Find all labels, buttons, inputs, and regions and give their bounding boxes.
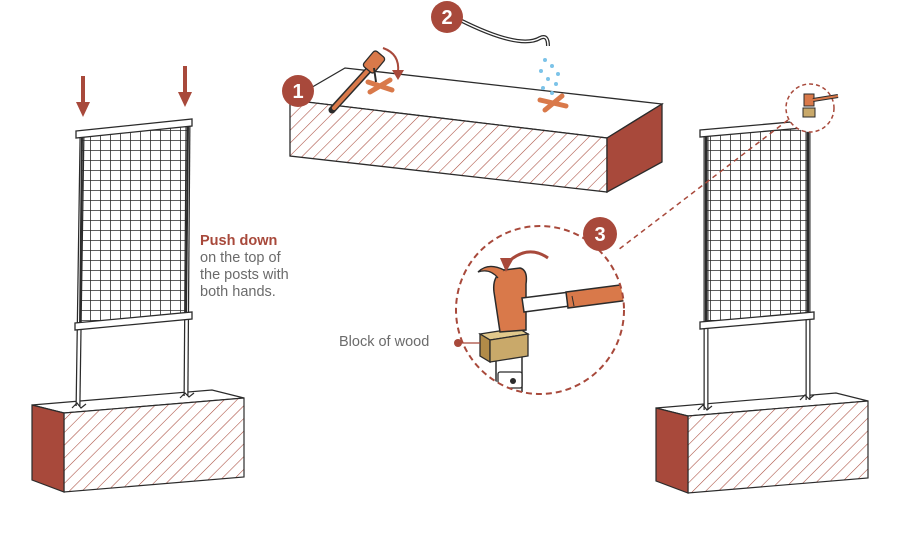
left-planter (31, 389, 245, 493)
step-badge-2: 2 (431, 1, 463, 33)
water-hose-icon (459, 18, 560, 95)
right-planter (655, 392, 869, 494)
detail-callout-small (785, 83, 839, 133)
step-badge-1: 1 (282, 75, 314, 107)
mallet-icon (328, 50, 386, 114)
instruction-body: on the top of the posts with both hands. (200, 250, 289, 300)
post-marks (365, 77, 569, 113)
left-trellis (71, 118, 195, 409)
right-trellis (697, 118, 815, 411)
step-number: 3 (594, 224, 605, 246)
arrow-down-icon (76, 102, 90, 117)
arrow-down-icon (178, 92, 192, 107)
block-of-wood-label: Block of wood (339, 334, 430, 350)
push-down-instruction: Push down on the top of the posts with b… (200, 233, 330, 301)
top-planter (287, 67, 664, 194)
zoom-detail (455, 225, 625, 395)
step-badge-3: 3 (583, 217, 617, 251)
push-arrows (76, 66, 192, 117)
block-pointer (454, 339, 480, 347)
swing-arrow-icon (382, 47, 400, 73)
instruction-title: Push down (200, 233, 278, 249)
step-number: 2 (441, 7, 452, 29)
step-number: 1 (292, 81, 303, 103)
